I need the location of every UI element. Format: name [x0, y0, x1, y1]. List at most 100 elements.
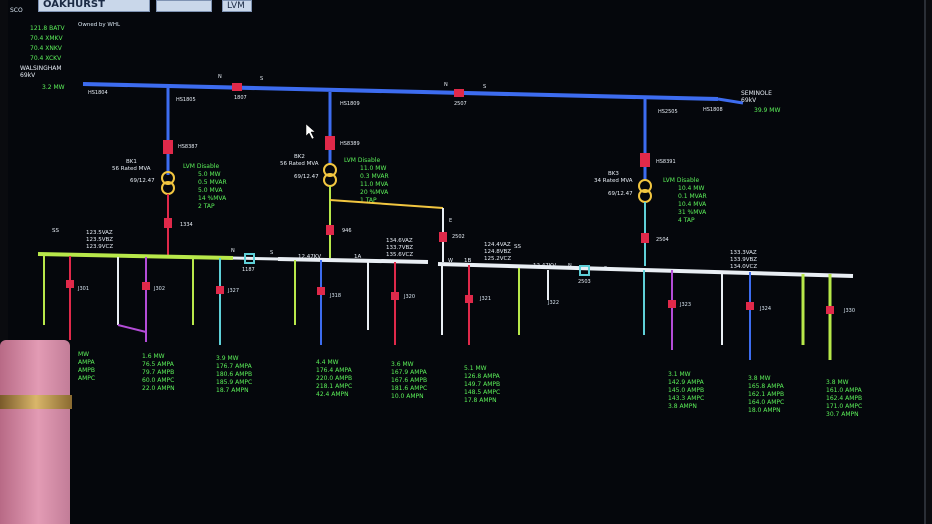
- svg-text:BK3: BK3: [608, 171, 619, 177]
- svg-text:HS1805: HS1805: [176, 97, 196, 103]
- svg-text:S: S: [483, 84, 486, 90]
- svg-text:HS1804: HS1804: [88, 90, 108, 96]
- svg-text:1807: 1807: [234, 95, 247, 101]
- feeder-left-mw: 3.2 MW: [42, 84, 65, 91]
- svg-text:AMPB: AMPB: [78, 367, 95, 374]
- svg-text:56 Rated MVA: 56 Rated MVA: [112, 166, 151, 172]
- svg-text:J324: J324: [759, 306, 771, 312]
- svg-text:SS: SS: [52, 228, 59, 234]
- svg-text:70.4 XCKV: 70.4 XCKV: [30, 55, 62, 62]
- svg-text:3.8 MW: 3.8 MW: [748, 375, 771, 382]
- svg-text:3.8 AMPN: 3.8 AMPN: [668, 403, 697, 410]
- svg-text:14 %MVA: 14 %MVA: [198, 195, 227, 202]
- svg-text:10.0 AMPN: 10.0 AMPN: [391, 393, 424, 400]
- svg-text:MW: MW: [78, 351, 89, 358]
- svg-text:18.0 AMPN: 18.0 AMPN: [748, 407, 781, 414]
- svg-text:218.1 AMPC: 218.1 AMPC: [316, 383, 352, 390]
- svg-text:69kV: 69kV: [20, 72, 36, 79]
- svg-text:133.3VAZ: 133.3VAZ: [730, 250, 757, 256]
- svg-text:W: W: [448, 258, 453, 264]
- breaker-hs8391[interactable]: [640, 153, 650, 167]
- svg-text:HS2505: HS2505: [658, 109, 678, 115]
- svg-text:0.5 MVAR: 0.5 MVAR: [198, 179, 227, 186]
- sco-label: SCO: [10, 7, 23, 14]
- svg-text:HS8387: HS8387: [178, 144, 198, 150]
- svg-text:AMPC: AMPC: [78, 375, 95, 382]
- scada-screen: OAKHURST LVM SCO Owned by WHL 121.8 BATV…: [8, 0, 926, 524]
- bus-12kv: 1187 2503 N S N S W 12.47KV 12.47KV 1A 1…: [37, 228, 854, 285]
- svg-text:3.1 MW: 3.1 MW: [668, 371, 691, 378]
- svg-text:J322: J322: [547, 300, 559, 306]
- breaker-2507[interactable]: [454, 89, 464, 97]
- svg-text:1B: 1B: [464, 258, 471, 264]
- svg-text:22.0 AMPN: 22.0 AMPN: [142, 385, 175, 392]
- cup-rim: [0, 395, 72, 409]
- svg-text:LVM Disable: LVM Disable: [183, 163, 219, 170]
- svg-text:HS8389: HS8389: [340, 141, 360, 147]
- svg-text:124.4VAZ: 124.4VAZ: [484, 242, 511, 248]
- feeder-circuits: [43, 256, 834, 360]
- toolbar-cluster-button[interactable]: [156, 0, 212, 12]
- svg-text:0.3 MVAR: 0.3 MVAR: [360, 173, 389, 180]
- svg-text:167.6 AMPB: 167.6 AMPB: [391, 377, 427, 384]
- breaker-hs8387[interactable]: [163, 140, 173, 154]
- svg-text:70.4 XMKV: 70.4 XMKV: [30, 35, 63, 42]
- transformer-bk3[interactable]: BK3 34 Rated MVA 69/12.47 LVM Disable 10…: [594, 171, 707, 224]
- svg-text:123.5VAZ: 123.5VAZ: [86, 230, 113, 236]
- svg-text:SS: SS: [514, 244, 521, 250]
- svg-text:J302: J302: [153, 286, 165, 292]
- svg-text:42.4 AMPN: 42.4 AMPN: [316, 391, 349, 398]
- svg-text:1A: 1A: [354, 254, 361, 260]
- breaker-1807[interactable]: [232, 83, 242, 91]
- svg-text:148.5 AMPC: 148.5 AMPC: [464, 389, 500, 396]
- svg-text:176.4 AMPA: 176.4 AMPA: [316, 367, 353, 374]
- svg-text:J321: J321: [479, 296, 491, 302]
- svg-text:10.4 MVA: 10.4 MVA: [678, 201, 707, 208]
- left-readouts: 121.8 BATV 70.4 XMKV 70.4 XNKV 70.4 XCKV: [30, 25, 66, 62]
- svg-text:167.9 AMPA: 167.9 AMPA: [391, 369, 428, 376]
- svg-text:180.6 AMPB: 180.6 AMPB: [216, 371, 252, 378]
- breaker-hs8389[interactable]: [325, 136, 335, 150]
- transformer-bk2[interactable]: BK2 56 Rated MVA 69/12.47 LVM Disable 11…: [280, 154, 389, 204]
- svg-text:HS8391: HS8391: [656, 159, 676, 165]
- svg-text:0.1 MVAR: 0.1 MVAR: [678, 193, 707, 200]
- secondary-drops: 1334 946 2502 E 2504: [164, 186, 669, 266]
- lvm-button[interactable]: LVM: [222, 0, 252, 12]
- svg-text:S: S: [270, 250, 273, 256]
- svg-text:220.0 AMPB: 220.0 AMPB: [316, 375, 352, 382]
- svg-text:5.0 MW: 5.0 MW: [198, 171, 221, 178]
- bus-breakers: HS1804 1807 2507 HS1808 N S N S: [88, 74, 723, 113]
- svg-text:69/12.47: 69/12.47: [130, 178, 155, 184]
- svg-text:4.4 MW: 4.4 MW: [316, 359, 339, 366]
- svg-text:11.0 MW: 11.0 MW: [360, 165, 386, 172]
- svg-text:946: 946: [342, 228, 352, 234]
- svg-text:69kV: 69kV: [741, 97, 757, 104]
- svg-text:149.7 AMPB: 149.7 AMPB: [464, 381, 500, 388]
- svg-text:121.8 BATV: 121.8 BATV: [30, 25, 66, 32]
- svg-text:185.9 AMPC: 185.9 AMPC: [216, 379, 252, 386]
- svg-text:133.9VBZ: 133.9VBZ: [730, 257, 757, 263]
- svg-text:BK2: BK2: [294, 154, 305, 160]
- transformer-bk1[interactable]: BK1 56 Rated MVA 69/12.47 LVM Disable 5.…: [112, 159, 227, 210]
- svg-text:56 Rated MVA: 56 Rated MVA: [280, 161, 319, 167]
- svg-text:J323: J323: [679, 302, 691, 308]
- svg-text:1334: 1334: [180, 222, 193, 228]
- svg-text:4 TAP: 4 TAP: [678, 217, 695, 224]
- svg-text:HS1809: HS1809: [340, 101, 360, 107]
- svg-text:79.7 AMPB: 79.7 AMPB: [142, 369, 174, 376]
- svg-text:161.0 AMPA: 161.0 AMPA: [826, 387, 863, 394]
- svg-text:11.0 MVA: 11.0 MVA: [360, 181, 389, 188]
- svg-text:126.8 AMPA: 126.8 AMPA: [464, 373, 501, 380]
- svg-text:J320: J320: [403, 294, 415, 300]
- svg-text:20 %MVA: 20 %MVA: [360, 189, 389, 196]
- svg-text:69/12.47: 69/12.47: [294, 174, 319, 180]
- svg-text:164.0 AMPC: 164.0 AMPC: [748, 399, 784, 406]
- svg-text:5.1 MW: 5.1 MW: [464, 365, 487, 372]
- svg-text:J301: J301: [77, 286, 89, 292]
- svg-text:2 TAP: 2 TAP: [198, 203, 215, 210]
- svg-text:S: S: [260, 76, 263, 82]
- svg-text:18.7 AMPN: 18.7 AMPN: [216, 387, 249, 394]
- feeder-tags: J301 J302 J327 J318 J320 J321 J322 J323 …: [77, 286, 855, 314]
- svg-text:30.7 AMPN: 30.7 AMPN: [826, 411, 859, 418]
- svg-text:1 TAP: 1 TAP: [360, 197, 377, 204]
